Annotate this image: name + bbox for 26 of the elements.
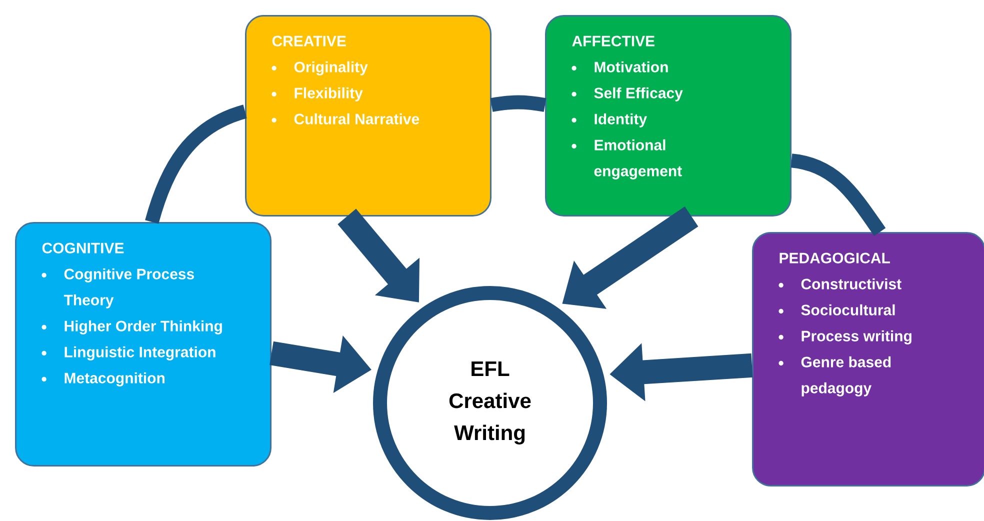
heading: COGNITIVE — [42, 242, 124, 254]
bullet-item: Sociocultural — [778, 304, 895, 316]
bullet-item: Constructivist — [778, 278, 902, 290]
category-box — [15, 222, 272, 466]
bullet-item: Identity — [572, 113, 648, 128]
bullet-item: Metacognition — [42, 372, 164, 386]
heading: PEDAGOGICAL — [780, 252, 890, 264]
category-box — [245, 15, 492, 216]
connector-band — [145, 104, 248, 224]
bullet-item: Flexibility — [272, 87, 363, 102]
category-box — [752, 232, 984, 486]
bullet-item: Process writing — [778, 330, 912, 344]
heading: CREATIVE — [272, 36, 346, 46]
heading: AFFECTIVE — [572, 36, 654, 46]
bullet-item: Originality — [272, 61, 368, 76]
bullet-item: Emotional engagement — [572, 139, 682, 180]
bullet-item: Motivation — [572, 61, 668, 72]
bullet-item: Cultural Narrative — [272, 113, 420, 124]
connector-band — [490, 95, 546, 112]
bullet-item: Linguistic Integration — [42, 346, 216, 360]
category-box — [545, 15, 792, 216]
bullet-item: Cognitive Process Theory — [42, 268, 194, 308]
bullet-item: Genre based pedagogy — [778, 356, 891, 396]
connector-band — [790, 154, 886, 236]
bullet-item: Higher Order Thinking — [42, 320, 222, 334]
bullet-item: Self Efficacy — [572, 87, 683, 102]
